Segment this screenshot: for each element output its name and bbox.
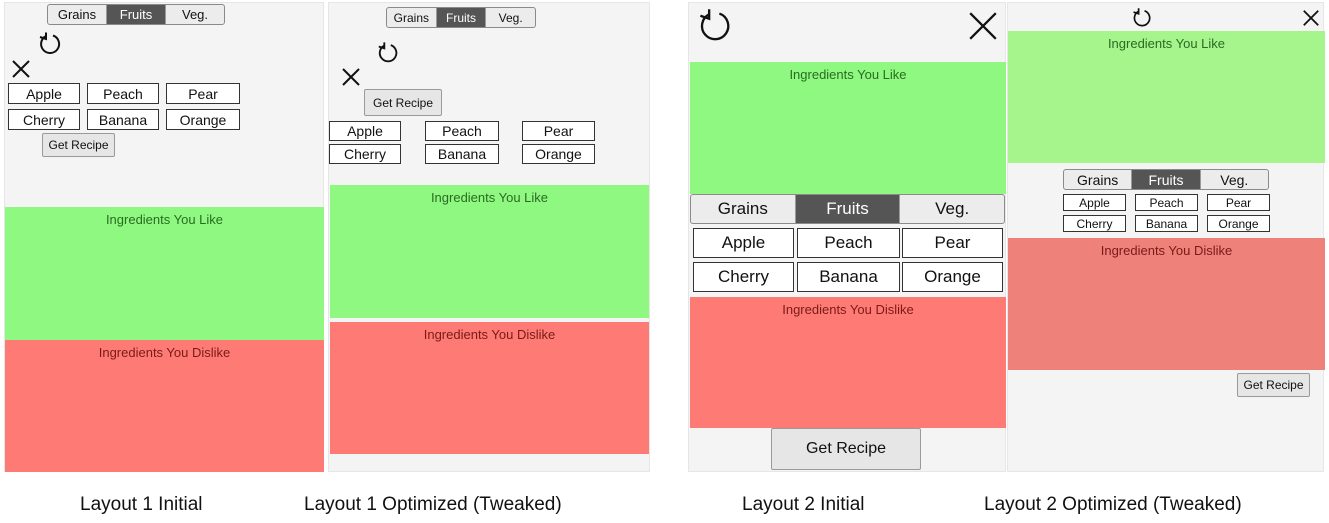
ingredient-orange[interactable]: Orange: [166, 109, 240, 130]
ingredient-banana[interactable]: Banana: [797, 262, 900, 292]
close-icon[interactable]: [1302, 9, 1320, 27]
close-icon[interactable]: [11, 59, 31, 79]
ingredient-cherry[interactable]: Cherry: [8, 109, 80, 130]
disliked-ingredients-zone[interactable]: Ingredients You Dislike: [1008, 238, 1325, 370]
disliked-zone-label: Ingredients You Dislike: [782, 302, 914, 317]
ingredient-peach[interactable]: Peach: [797, 228, 900, 258]
refresh-icon[interactable]: [1131, 7, 1153, 29]
refresh-icon[interactable]: [37, 31, 63, 57]
liked-ingredients-zone[interactable]: Ingredients You Like: [690, 62, 1006, 194]
liked-zone-label: Ingredients You Like: [789, 67, 907, 82]
disliked-zone-label: Ingredients You Dislike: [423, 327, 556, 342]
ingredient-pear[interactable]: Pear: [522, 121, 595, 141]
caption-layout2-optimized: Layout 2 Optimized (Tweaked): [984, 494, 1242, 515]
ingredient-pear[interactable]: Pear: [166, 83, 240, 104]
ingredient-peach[interactable]: Peach: [1135, 194, 1198, 211]
ingredient-pear[interactable]: Pear: [902, 228, 1003, 258]
tab-grains[interactable]: Grains: [57, 7, 97, 22]
tab-fruits[interactable]: Fruits: [794, 195, 900, 223]
ingredient-orange[interactable]: Orange: [522, 144, 595, 164]
disliked-ingredients-zone[interactable]: Ingredients You Dislike: [330, 322, 649, 454]
liked-zone-label: Ingredients You Like: [1107, 36, 1226, 51]
ingredient-orange[interactable]: Orange: [1207, 215, 1270, 232]
layout1-optimized-panel: Grains Fruits Veg. Get Recipe Apple Peac…: [328, 2, 650, 472]
category-tabs: Grains Fruits Veg.: [47, 4, 225, 25]
close-icon[interactable]: [967, 10, 999, 42]
ingredient-cherry[interactable]: Cherry: [329, 144, 401, 164]
tab-grains[interactable]: Grains: [1077, 171, 1119, 188]
refresh-icon[interactable]: [376, 41, 400, 65]
disliked-ingredients-zone[interactable]: Ingredients You Dislike: [5, 340, 324, 472]
ingredient-banana[interactable]: Banana: [87, 109, 159, 130]
ingredient-peach[interactable]: Peach: [425, 121, 499, 141]
get-recipe-button[interactable]: Get Recipe: [42, 133, 115, 157]
category-tabs: Grains Fruits Veg.: [386, 7, 536, 28]
tab-fruits[interactable]: Fruits: [1131, 170, 1200, 189]
caption-layout1-initial: Layout 1 Initial: [80, 494, 203, 515]
get-recipe-button[interactable]: Get Recipe: [364, 89, 442, 116]
get-recipe-button[interactable]: Get Recipe: [771, 428, 921, 470]
ingredient-cherry[interactable]: Cherry: [693, 262, 794, 292]
tab-fruits[interactable]: Fruits: [106, 5, 165, 24]
tab-fruits[interactable]: Fruits: [435, 8, 486, 27]
ingredient-peach[interactable]: Peach: [87, 83, 159, 104]
tab-veg[interactable]: Veg.: [1199, 170, 1268, 189]
liked-ingredients-zone[interactable]: Ingredients You Like: [330, 185, 649, 318]
layout2-optimized-panel: Ingredients You Like Grains Fruits Veg. …: [1007, 2, 1325, 472]
caption-layout2-initial: Layout 2 Initial: [742, 494, 865, 515]
disliked-zone-label: Ingredients You Dislike: [1100, 243, 1233, 258]
tab-veg[interactable]: Veg.: [165, 5, 224, 24]
ingredient-banana[interactable]: Banana: [1135, 215, 1198, 232]
tab-veg[interactable]: Veg.: [899, 195, 1004, 223]
ingredient-cherry[interactable]: Cherry: [1063, 215, 1126, 232]
ingredient-apple[interactable]: Apple: [693, 228, 794, 258]
layout2-initial-panel: Ingredients You Like Grains Fruits Veg. …: [688, 2, 1006, 472]
tab-grains[interactable]: Grains: [717, 199, 768, 218]
ingredient-banana[interactable]: Banana: [425, 144, 499, 164]
layout1-initial-panel: Grains Fruits Veg. Apple Peach Pear Cher…: [4, 2, 324, 472]
tab-grains[interactable]: Grains: [393, 10, 429, 25]
close-icon[interactable]: [341, 67, 361, 87]
liked-zone-label: Ingredients You Like: [430, 190, 549, 205]
get-recipe-button[interactable]: Get Recipe: [1237, 373, 1310, 397]
disliked-ingredients-zone[interactable]: Ingredients You Dislike: [690, 297, 1006, 428]
ingredient-apple[interactable]: Apple: [8, 83, 80, 104]
tab-veg[interactable]: Veg.: [485, 8, 535, 27]
ingredient-apple[interactable]: Apple: [329, 121, 401, 141]
ingredient-orange[interactable]: Orange: [902, 262, 1003, 292]
ingredient-apple[interactable]: Apple: [1063, 194, 1126, 211]
liked-zone-label: Ingredients You Like: [105, 212, 224, 227]
caption-layout1-optimized: Layout 1 Optimized (Tweaked): [304, 494, 562, 515]
liked-ingredients-zone[interactable]: Ingredients You Like: [5, 207, 324, 340]
liked-ingredients-zone[interactable]: Ingredients You Like: [1008, 31, 1325, 163]
ingredient-pear[interactable]: Pear: [1207, 194, 1270, 211]
category-tabs: Grains Fruits Veg.: [690, 194, 1005, 224]
refresh-icon[interactable]: [696, 7, 734, 45]
category-tabs: Grains Fruits Veg.: [1063, 169, 1269, 190]
disliked-zone-label: Ingredients You Dislike: [98, 345, 231, 360]
